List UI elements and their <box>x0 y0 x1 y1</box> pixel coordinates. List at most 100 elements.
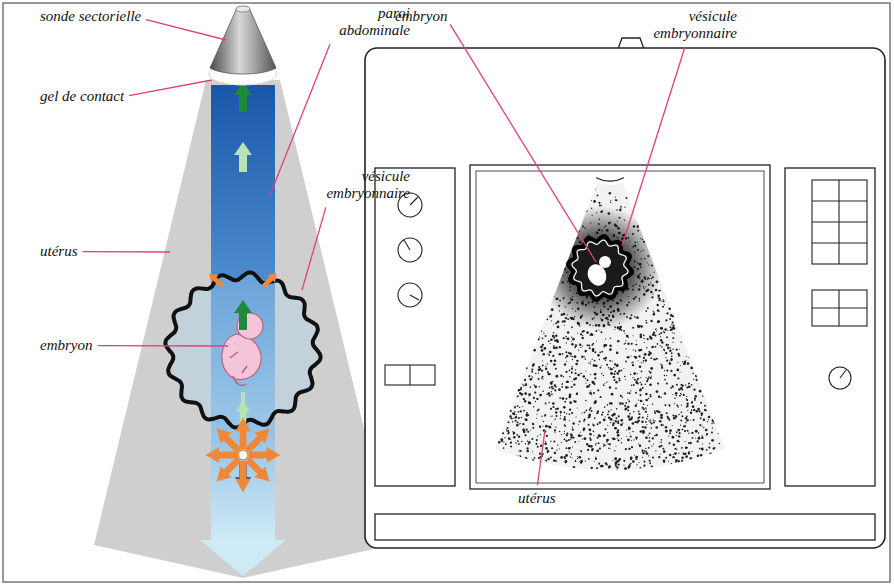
speckle-dot <box>632 364 634 366</box>
speckle-dot <box>638 411 640 413</box>
speckle-dot <box>692 451 693 452</box>
speckle-dot <box>595 458 597 460</box>
speckle-dot <box>631 384 633 386</box>
speckle-dot <box>653 312 655 314</box>
speckle-dot <box>705 429 708 432</box>
speckle-dot <box>615 381 618 384</box>
speckle-dot <box>646 347 648 349</box>
speckle-dot <box>521 441 523 443</box>
speckle-dot <box>588 345 590 347</box>
speckle-dot <box>566 342 567 343</box>
speckle-dot <box>591 394 592 395</box>
speckle-dot <box>643 338 644 339</box>
speckle-dot <box>599 367 601 369</box>
probe-tip <box>236 6 250 12</box>
speckle-dot <box>538 368 541 371</box>
speckle-dot <box>660 414 662 416</box>
speckle-dot <box>670 314 673 317</box>
speckle-dot <box>633 439 634 440</box>
speckle-dot <box>591 200 592 201</box>
speckle-dot <box>539 453 541 455</box>
speckle-dot <box>635 436 638 439</box>
speckle-dot <box>504 437 505 438</box>
speckle-dot <box>607 404 609 406</box>
speckle-dot <box>564 457 566 459</box>
speckle-dot <box>642 450 643 451</box>
speckle-dot <box>550 381 552 383</box>
speckle-dot <box>609 443 611 445</box>
speckle-dot <box>711 423 712 424</box>
speckle-dot <box>614 457 617 460</box>
speckle-dot <box>625 342 627 344</box>
speckle-dot <box>625 361 627 363</box>
speckle-dot <box>572 466 575 469</box>
speckle-dot <box>650 419 651 420</box>
speckle-dot <box>669 347 671 349</box>
speckle-dot <box>585 382 586 383</box>
speckle-dot <box>676 369 679 372</box>
speckle-dot <box>561 386 563 388</box>
speckle-dot <box>553 345 554 346</box>
speckle-dot <box>542 378 543 379</box>
speckle-dot <box>613 376 615 378</box>
speckle-dot <box>580 333 582 335</box>
speckle-dot <box>673 327 675 329</box>
speckle-dot <box>555 334 557 336</box>
speckle-dot <box>605 416 606 417</box>
speckle-dot <box>613 377 614 378</box>
speckle-dot <box>646 377 647 378</box>
speckle-dot <box>632 422 635 425</box>
speckle-dot <box>569 394 572 397</box>
speckle-dot <box>571 373 572 374</box>
speckle-dot <box>505 443 507 445</box>
speckle-dot <box>674 448 676 450</box>
speckle-dot <box>618 378 620 380</box>
speckle-dot <box>592 424 594 426</box>
speckle-dot <box>576 393 578 395</box>
speckle-dot <box>670 359 672 361</box>
speckle-dot <box>565 371 567 373</box>
speckle-dot <box>563 376 564 377</box>
speckle-dot <box>679 441 680 442</box>
speckle-dot <box>553 440 555 442</box>
speckle-dot <box>569 376 571 378</box>
speckle-dot <box>660 300 661 301</box>
speckle-dot <box>529 378 532 381</box>
speckle-dot <box>530 386 532 388</box>
speckle-dot <box>603 434 606 437</box>
speckle-dot <box>617 434 620 437</box>
speckle-dot <box>572 422 574 424</box>
speckle-dot <box>555 427 556 428</box>
speckle-dot <box>525 383 527 385</box>
probe-arc <box>596 178 624 181</box>
speckle-dot <box>519 424 520 425</box>
speckle-dot <box>607 414 609 416</box>
speckle-dot <box>658 411 660 413</box>
speckle-dot <box>661 365 663 367</box>
speckle-dot <box>578 349 579 350</box>
speckle-dot <box>563 337 565 339</box>
speckle-dot <box>688 433 689 434</box>
speckle-dot <box>625 468 627 470</box>
speckle-dot <box>564 433 565 434</box>
speckle-dot <box>610 372 613 375</box>
speckle-dot <box>649 384 651 386</box>
echo-arrow <box>235 461 250 493</box>
speckle-dot <box>580 432 581 433</box>
speckle-dot <box>653 313 656 316</box>
speckle-dot <box>523 410 525 412</box>
speckle-dot <box>595 189 596 190</box>
speckle-dot <box>632 460 635 463</box>
speckle-dot <box>691 409 693 411</box>
speckle-dot <box>624 467 627 470</box>
speckle-dot <box>579 456 582 459</box>
speckle-dot <box>669 432 671 434</box>
speckle-dot <box>640 400 643 403</box>
speckle-dot <box>560 415 561 416</box>
speckle-dot <box>610 201 611 202</box>
speckle-dot <box>677 429 680 432</box>
speckle-dot <box>615 446 616 447</box>
screen <box>476 171 764 483</box>
speckle-dot <box>581 356 583 358</box>
